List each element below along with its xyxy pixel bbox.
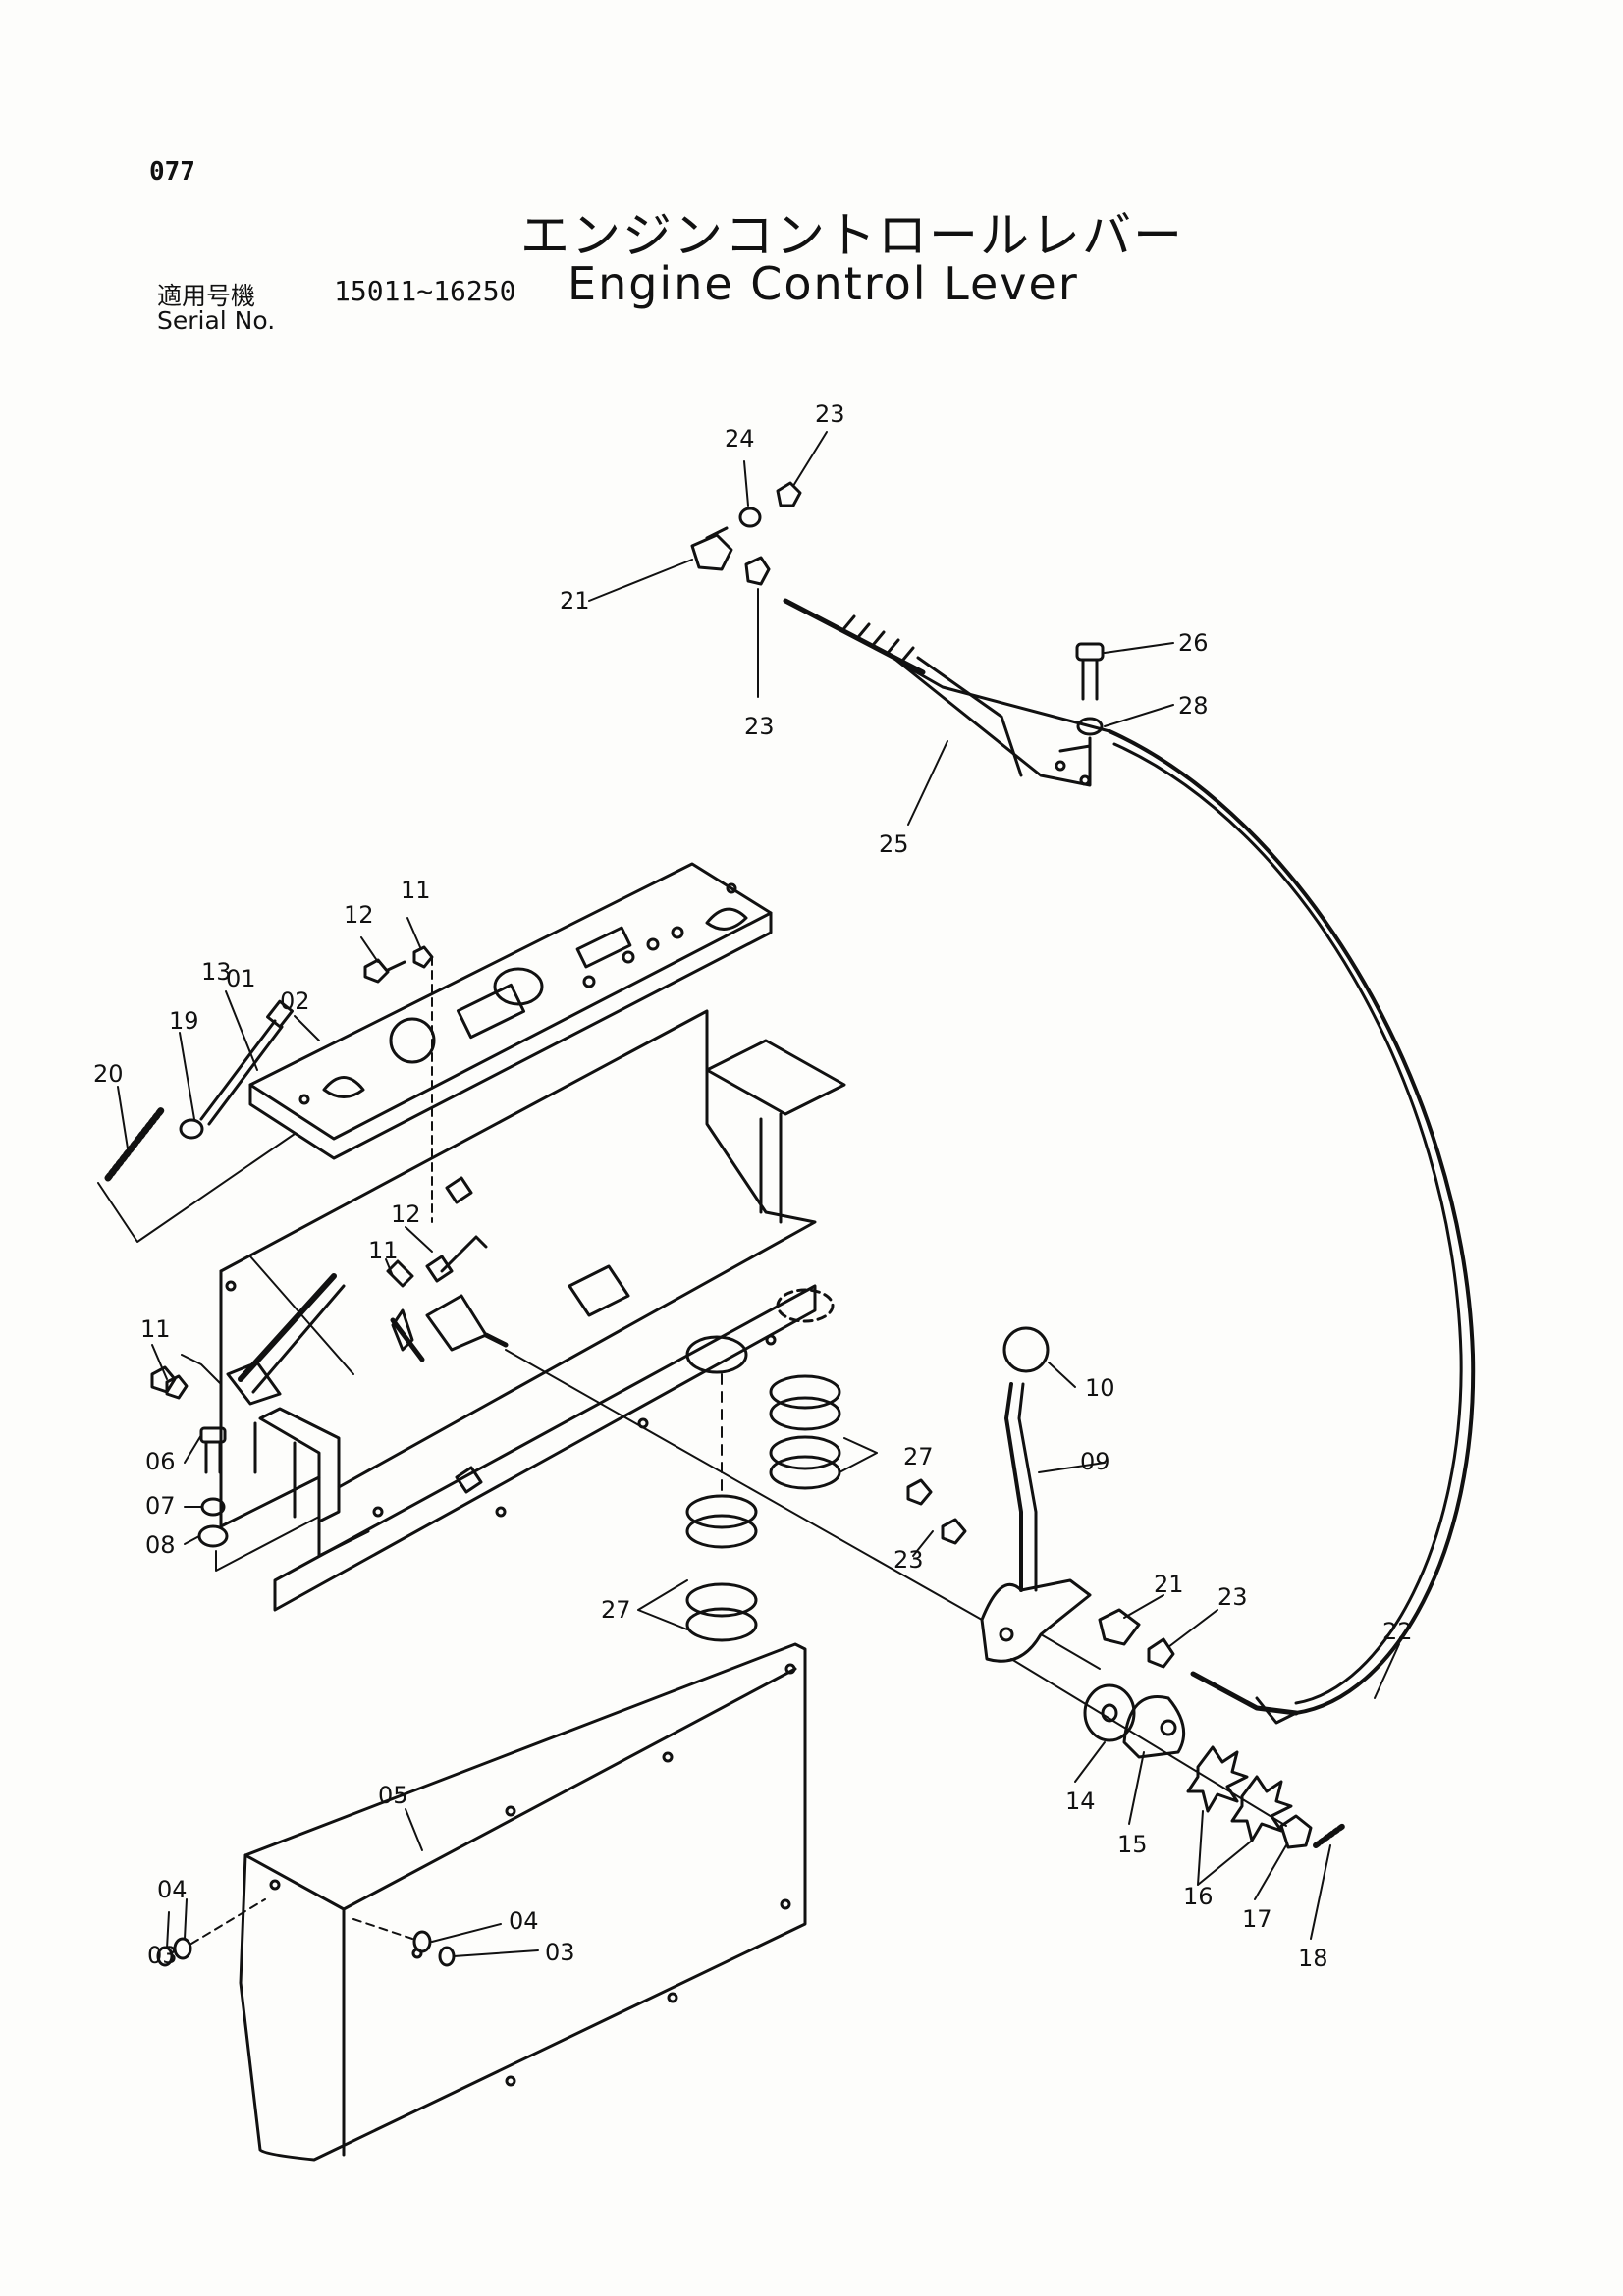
- callout-12-mid: 12: [391, 1201, 421, 1228]
- screw-03-right: [438, 1946, 456, 1967]
- callout-07: 07: [145, 1492, 176, 1520]
- lower-cable-end: [1098, 1608, 1299, 1725]
- cotter-pin-18: [1313, 1823, 1346, 1848]
- callout-18: 18: [1298, 1945, 1328, 1972]
- fitting-21-top: [690, 533, 733, 571]
- callout-12-top: 12: [344, 901, 374, 929]
- panel-02-top: [248, 862, 773, 1141]
- callout-10: 10: [1085, 1374, 1115, 1402]
- washer-14: [1083, 1683, 1136, 1742]
- panel-02: [248, 862, 773, 1160]
- callout-11-left: 11: [140, 1315, 171, 1343]
- title-japanese: エンジンコントロールレバー: [520, 207, 1184, 264]
- bolt-13-washer-19-spring-20: [97, 999, 296, 1243]
- bolt-26-head: [1075, 642, 1105, 662]
- nut-11-left-b: [165, 1374, 189, 1400]
- friction-stack: [1010, 1658, 1346, 1849]
- serial-range: 15011~16250: [334, 275, 516, 307]
- callout-21-lower: 21: [1154, 1571, 1184, 1598]
- cable-bracket-25: [783, 598, 1111, 787]
- callout-11-top: 11: [401, 877, 431, 904]
- nut-11-top: [412, 945, 434, 969]
- callout-04-left: 04: [157, 1876, 188, 1903]
- callout-28: 28: [1178, 692, 1209, 720]
- callout-23-top: 23: [815, 400, 845, 428]
- callout-01: 01: [226, 965, 256, 992]
- callout-08: 08: [145, 1531, 176, 1559]
- nut-23-lever-a: [906, 1478, 933, 1506]
- callout-11-mid: 11: [368, 1237, 399, 1264]
- callout-13: 13: [201, 958, 232, 986]
- callout-23-lever: 23: [893, 1546, 924, 1574]
- callout-03-right: 03: [545, 1939, 575, 1966]
- callout-17: 17: [1242, 1905, 1272, 1933]
- cover-05: [239, 1642, 807, 2162]
- callout-15: 15: [1117, 1831, 1148, 1858]
- threaded-rod: [783, 598, 926, 675]
- bolt-12-nut-11-top: [363, 945, 434, 1223]
- callout-14: 14: [1065, 1788, 1096, 1815]
- washer-28: [1076, 717, 1104, 736]
- star-washer-16-b: [1230, 1775, 1293, 1842]
- cable-end-fittings-top: [690, 481, 802, 586]
- callout-27-left: 27: [601, 1596, 631, 1624]
- cover-fasteners: [156, 1898, 456, 1967]
- callout-16: 16: [1183, 1883, 1214, 1910]
- housing-01: [219, 1009, 846, 1612]
- callout-04-right: 04: [509, 1907, 539, 1935]
- callout-21-top: 21: [560, 587, 590, 614]
- fitting-21-lower: [1098, 1608, 1141, 1646]
- plate-15: [1122, 1695, 1186, 1759]
- callout-25: 25: [879, 830, 909, 858]
- callout-19: 19: [169, 1007, 199, 1035]
- callout-27-right: 27: [903, 1443, 934, 1470]
- callout-23-lower: 23: [1217, 1583, 1248, 1611]
- page-number: 077: [149, 157, 195, 187]
- callout-06: 06: [145, 1448, 176, 1475]
- control-cable-22: [1108, 729, 1476, 1715]
- serial-label-english: Serial No.: [157, 306, 276, 335]
- washer-04-right: [412, 1930, 432, 1953]
- washer-08: [197, 1524, 229, 1548]
- nut-23-lower: [1147, 1637, 1175, 1669]
- nut-17: [1279, 1814, 1313, 1849]
- callout-22: 22: [1382, 1618, 1413, 1645]
- callout-26: 26: [1178, 629, 1209, 657]
- nut-23-top: [776, 481, 802, 507]
- bolt-26-washer-28: [1075, 642, 1105, 768]
- knob-10: [1002, 1326, 1050, 1373]
- washer-04-left: [173, 1937, 192, 1960]
- screw-03-left: [156, 1946, 174, 1967]
- title-english: Engine Control Lever: [568, 257, 1079, 310]
- star-washer-16-a: [1186, 1745, 1249, 1813]
- serial-label-japanese: 適用号機: [157, 282, 256, 310]
- lever-09-knob-10: [906, 1326, 1101, 1670]
- spring-20: [104, 1105, 166, 1182]
- nut-23-lever-b: [941, 1518, 967, 1545]
- washer-24: [738, 507, 762, 528]
- callout-numbers: 01 02 03 03 04 04 05 06 07 08 09 10 11 1…: [93, 400, 1413, 1972]
- callout-20: 20: [93, 1060, 124, 1088]
- callout-02: 02: [280, 988, 310, 1015]
- callout-23-mid: 23: [744, 713, 775, 740]
- rubber-rings-27: [685, 1373, 841, 1642]
- pivot-assembly: [226, 1176, 983, 1621]
- washer-19: [179, 1118, 204, 1140]
- nut-23-mid: [744, 556, 771, 586]
- callout-03-left: 03: [147, 1942, 178, 1969]
- callout-09: 09: [1080, 1448, 1110, 1475]
- callout-05: 05: [378, 1782, 408, 1809]
- leader-lines: [117, 431, 1400, 1957]
- callout-24: 24: [725, 425, 755, 453]
